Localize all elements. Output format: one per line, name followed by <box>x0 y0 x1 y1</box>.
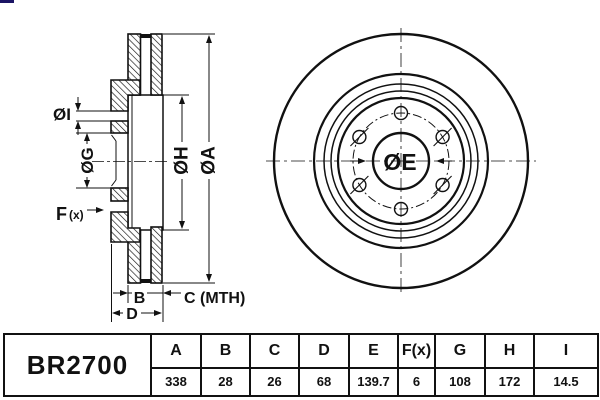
dim-label-b: B <box>134 290 146 307</box>
spec-header-c: C <box>249 333 300 369</box>
centerlines <box>266 28 536 294</box>
center-bore-detail <box>111 134 117 187</box>
section-view: ØI ØG ØH ØA F (x) B C (MTH) D <box>53 33 245 323</box>
spec-value-b: 28 <box>200 366 251 397</box>
dim-label-d: D <box>126 306 138 323</box>
dim-label-f-sub: (x) <box>69 208 84 222</box>
spec-value-a: 338 <box>150 366 202 397</box>
dim-label-e: ØE <box>383 149 416 175</box>
spec-header-g: G <box>434 333 486 369</box>
spec-header-row: BR2700 A B C D E F(x) G H I <box>3 333 599 397</box>
spec-table: BR2700 A B C D E F(x) G H I 338 28 26 68… <box>3 333 599 397</box>
front-view: ØE <box>266 28 536 294</box>
spec-value-d: 68 <box>298 366 350 397</box>
spec-value-row: 338 28 26 68 139.7 6 108 172 14.5 <box>4 366 599 397</box>
dim-label-a: ØA <box>199 146 220 175</box>
dim-label-h: ØH <box>172 146 193 175</box>
part-number: BR2700 <box>3 333 152 397</box>
spec-header-d: D <box>298 333 350 369</box>
spec-value-fx: 6 <box>397 366 436 397</box>
spec-header-h: H <box>484 333 535 369</box>
spec-value-h: 172 <box>484 366 535 397</box>
spec-header-e: E <box>348 333 399 369</box>
spec-header-i: I <box>533 333 599 369</box>
dim-label-c-mth: C (MTH) <box>184 290 245 307</box>
logo-fragment <box>0 0 14 3</box>
dimension-lines <box>76 33 215 322</box>
dim-label-i: ØI <box>53 105 71 124</box>
dim-label-g: ØG <box>78 147 97 173</box>
bore-dimension-arrows <box>350 158 452 164</box>
spec-value-i: 14.5 <box>533 366 599 397</box>
spec-header-b: B <box>200 333 251 369</box>
bolt-holes <box>352 105 450 217</box>
arrowheads <box>75 35 212 316</box>
vent-rim <box>140 34 151 283</box>
hat-interior <box>127 94 164 231</box>
spec-value-g: 108 <box>434 366 486 397</box>
technical-drawing: ØI ØG ØH ØA F (x) B C (MTH) D <box>53 28 536 323</box>
spec-value-e: 139.7 <box>348 366 399 397</box>
spec-header-fx: F(x) <box>397 333 436 369</box>
dim-label-f: F <box>56 204 67 224</box>
bolt-hole-slashes <box>350 127 452 195</box>
spec-value-c: 26 <box>249 366 300 397</box>
spec-header-a: A <box>150 333 202 369</box>
